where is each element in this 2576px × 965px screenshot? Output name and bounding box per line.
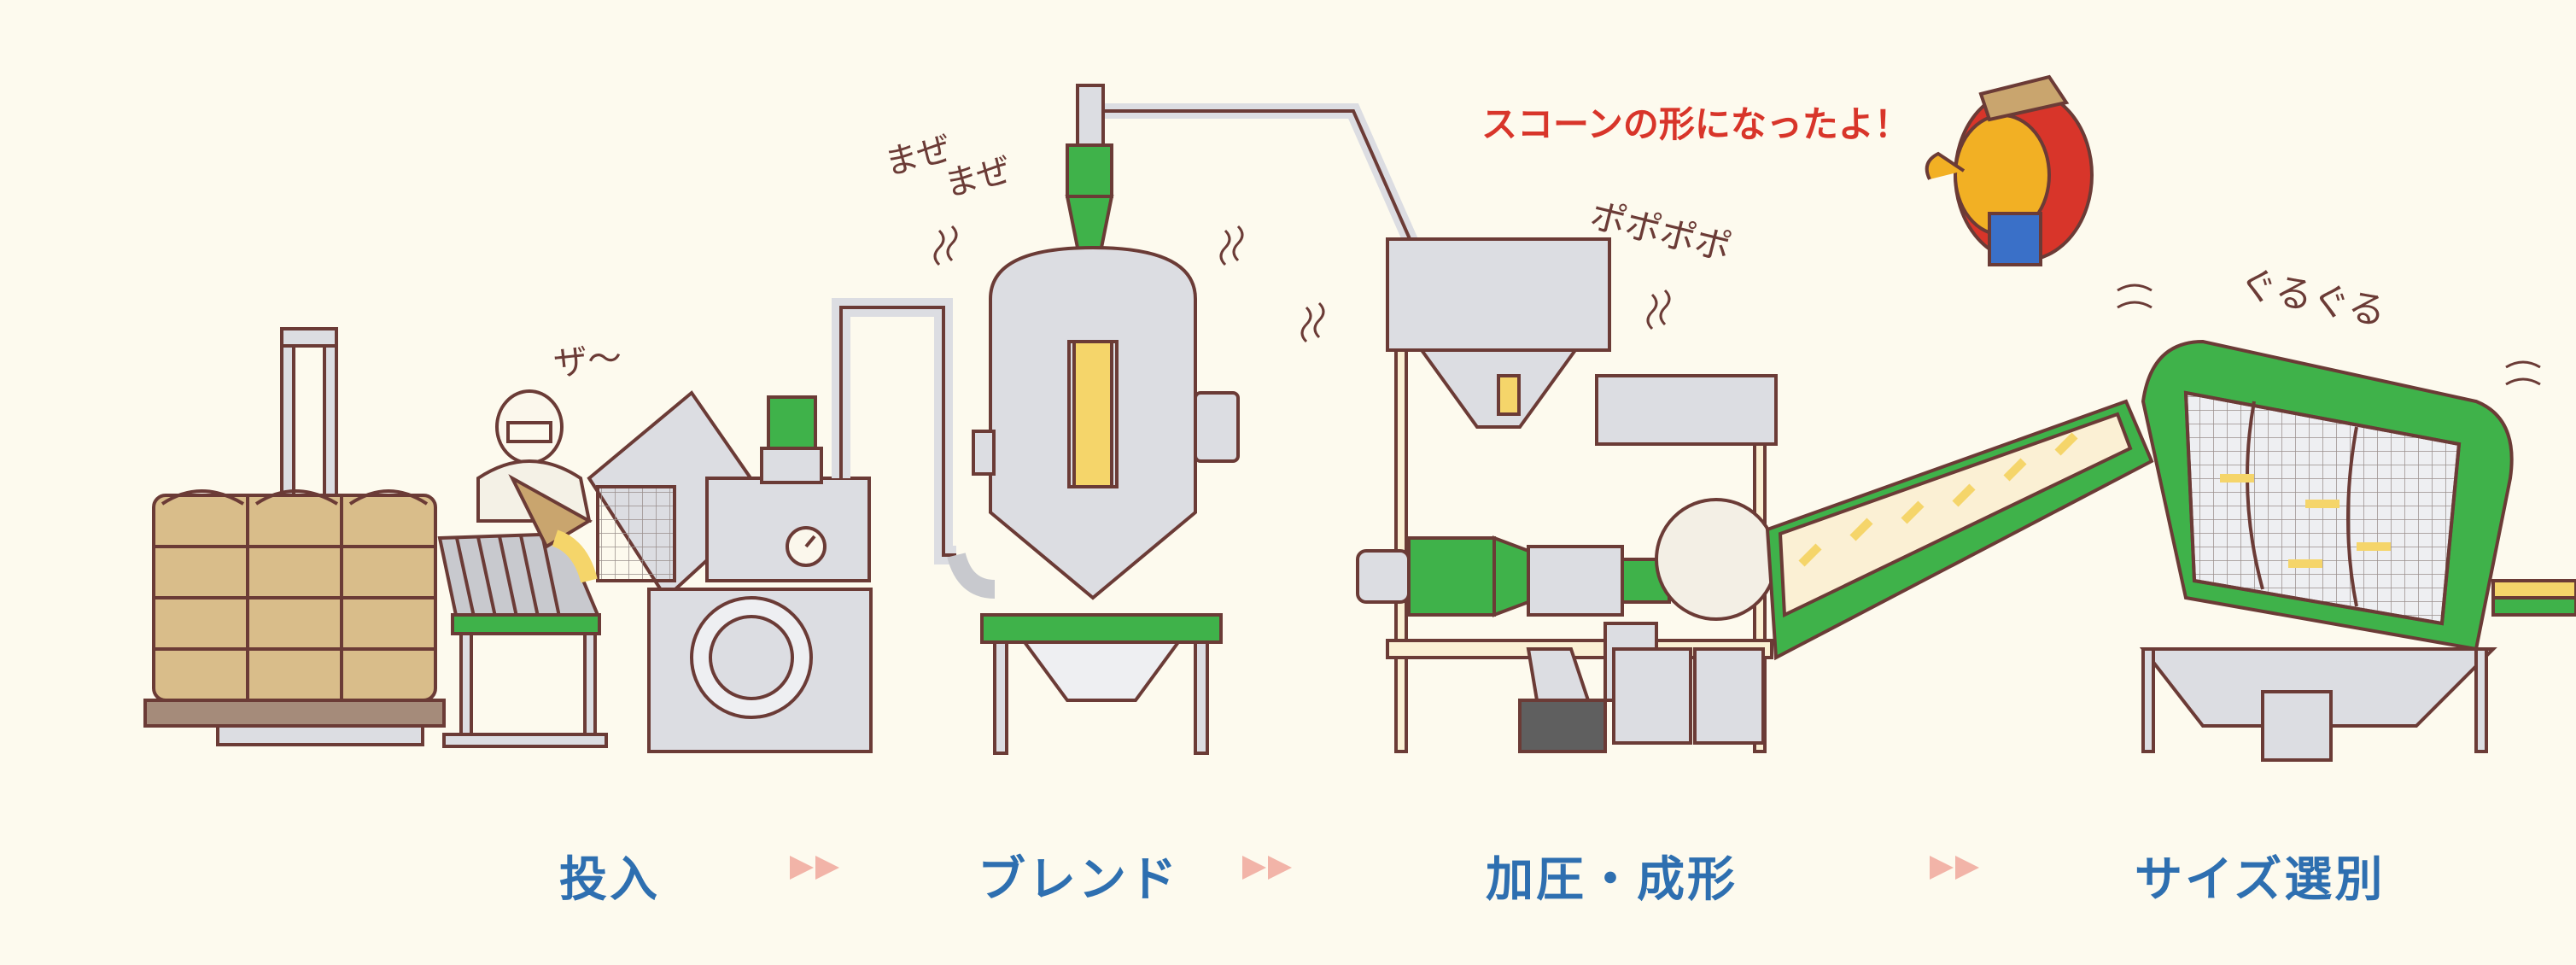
step-label-loading: 投入 — [559, 852, 660, 908]
step-label-sorting: サイズ選別 — [2135, 852, 2386, 908]
mixer-tank — [972, 245, 1240, 755]
step-label-blend: ブレンド — [978, 852, 1179, 908]
flour-bag-stack — [152, 489, 437, 702]
sound-pour: ザ〜 — [552, 338, 623, 384]
vibration-marks — [933, 225, 2541, 386]
step-label-press-form: 加圧・成形 — [1486, 852, 1738, 908]
sound-spin: ぐるぐる — [2235, 261, 2390, 335]
roller-conveyor — [437, 531, 608, 748]
mascot — [1925, 74, 2094, 266]
worker — [476, 389, 593, 549]
flex-hose — [947, 552, 996, 599]
pour-stream — [552, 529, 598, 583]
arrow-icon — [1930, 856, 1979, 880]
incline-conveyor — [1765, 399, 2154, 661]
pallet-hoist — [280, 327, 338, 501]
speech-text: スコーンの形になったよ！ — [1481, 103, 1910, 145]
drum-sorter — [2139, 339, 2576, 762]
pipe-step1 — [832, 298, 956, 564]
hopper-sifter — [587, 390, 873, 753]
extruder-body — [1356, 498, 1778, 753]
cyclone-pipe — [1076, 84, 1425, 260]
pallet — [143, 699, 446, 746]
arrow-icon — [1242, 856, 1292, 880]
arrow-icon — [790, 856, 839, 880]
